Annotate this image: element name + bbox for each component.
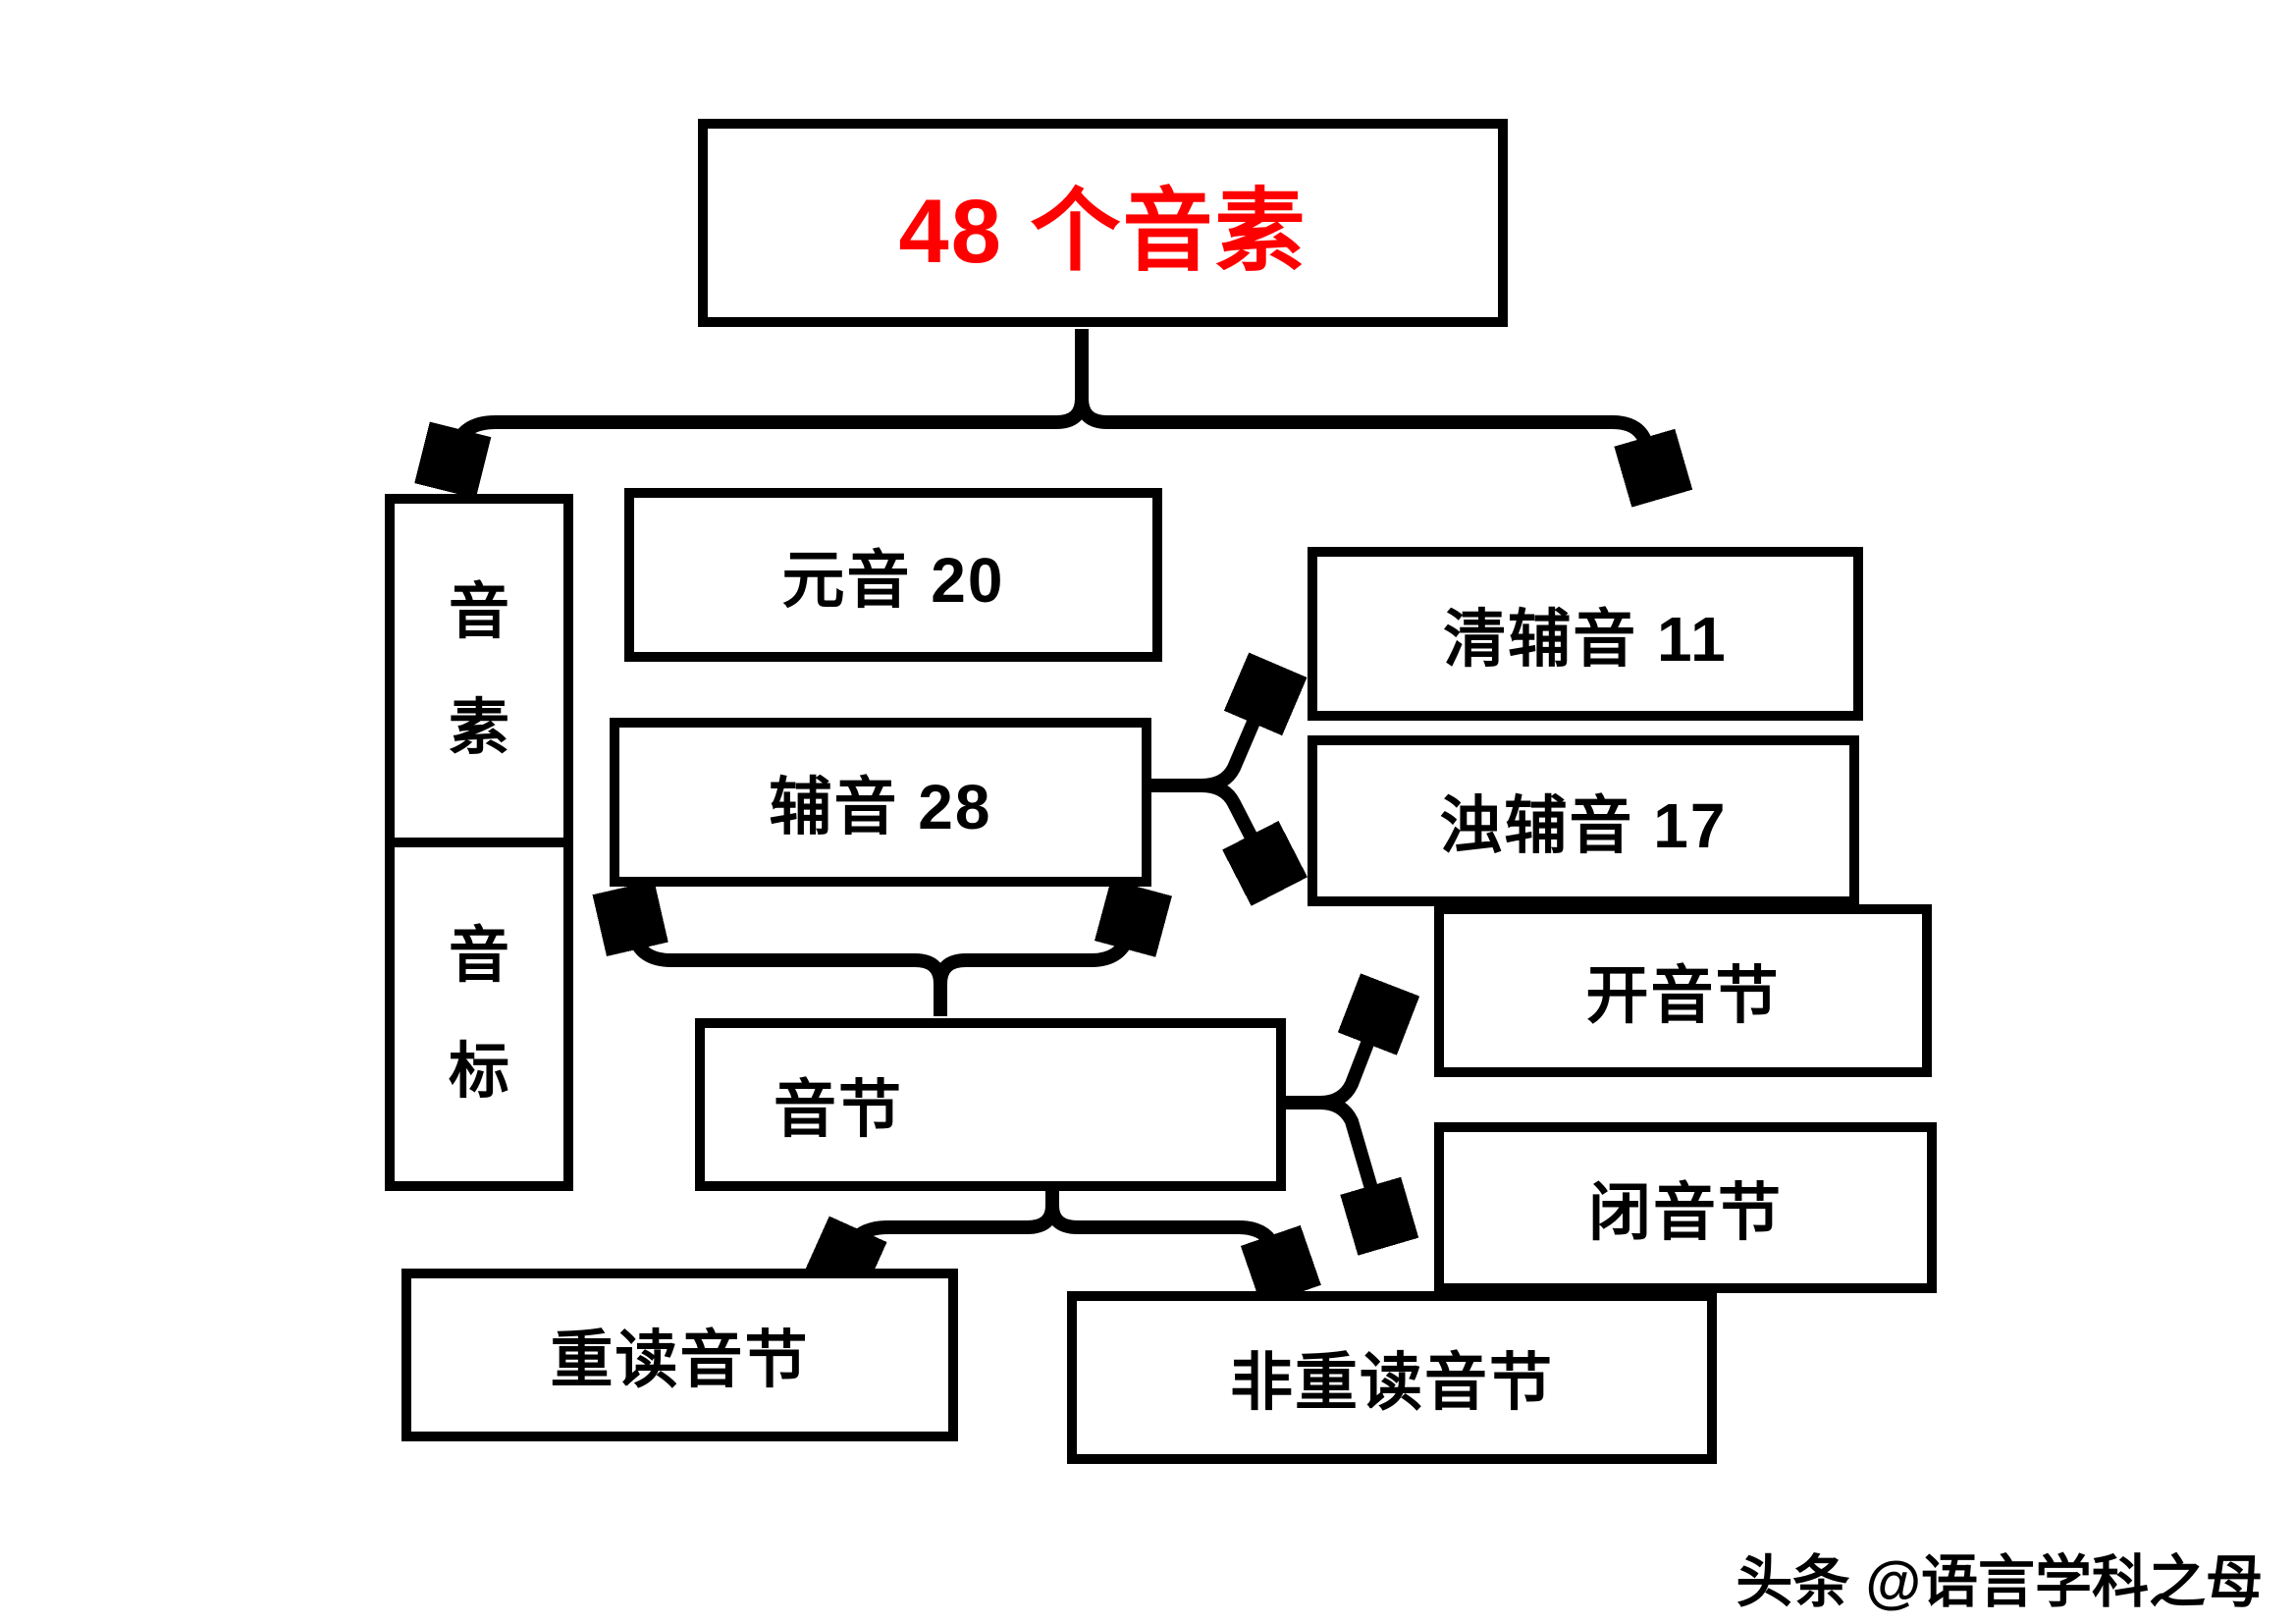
- stressed-syllable-label: 重读音节: [550, 1325, 810, 1395]
- node-stressed-syllable: 重读音节: [401, 1269, 958, 1441]
- node-phoneme: 音素: [395, 504, 563, 847]
- voiced-consonant-label: 浊辅音 17: [1439, 790, 1728, 861]
- node-unstressed-syllable: 非重读音节: [1067, 1291, 1717, 1464]
- title-label: 48 个音素: [898, 181, 1308, 282]
- phoneme-label: 音素: [448, 578, 509, 762]
- open-syllable-label: 开音节: [1585, 960, 1781, 1031]
- syllable-label: 音节: [774, 1074, 903, 1145]
- arrow-syllable-to-consonant-right: [934, 909, 1136, 985]
- node-syllable: 音节: [695, 1018, 1286, 1191]
- node-consonant: 辅音 28: [610, 718, 1151, 887]
- node-closed-syllable: 闭音节: [1434, 1122, 1937, 1293]
- arrow-syllable-to-closed: [1282, 1096, 1382, 1225]
- consonant-label: 辅音 28: [769, 772, 992, 842]
- arrow-consonant-to-voiced: [1150, 779, 1269, 872]
- voiceless-consonant-label: 清辅音 11: [1443, 603, 1728, 675]
- node-48-phonemes: 48 个音素: [698, 119, 1508, 327]
- watermark: 头条 @语言学科之母: [1735, 1550, 2263, 1614]
- node-voiced-consonant: 浊辅音 17: [1308, 735, 1859, 906]
- phoneme-symbol-column: 音素 音标: [385, 494, 573, 1191]
- node-vowel: 元音 20: [624, 488, 1162, 662]
- arrow-title-to-consonant-group: [1075, 398, 1656, 477]
- arrow-syllable-to-open: [1282, 1005, 1382, 1110]
- arrow-consonant-to-voiceless: [1150, 685, 1269, 792]
- closed-syllable-label: 闭音节: [1588, 1177, 1783, 1248]
- arrow-syllable-to-stressed: [841, 1191, 1059, 1267]
- arrow-title-to-phoneme-column: [451, 329, 1089, 469]
- vowel-label: 元音 20: [781, 544, 1005, 616]
- node-voiceless-consonant: 清辅音 11: [1308, 547, 1863, 721]
- node-open-syllable: 开音节: [1434, 904, 1932, 1077]
- node-phonetic-symbol: 音标: [395, 847, 563, 1181]
- arrow-syllable-to-consonant-left: [628, 909, 947, 1016]
- phonetic-symbol-label: 音标: [448, 922, 509, 1106]
- unstressed-syllable-label: 非重读音节: [1230, 1347, 1554, 1418]
- arrow-syllable-to-unstressed: [1045, 1205, 1284, 1274]
